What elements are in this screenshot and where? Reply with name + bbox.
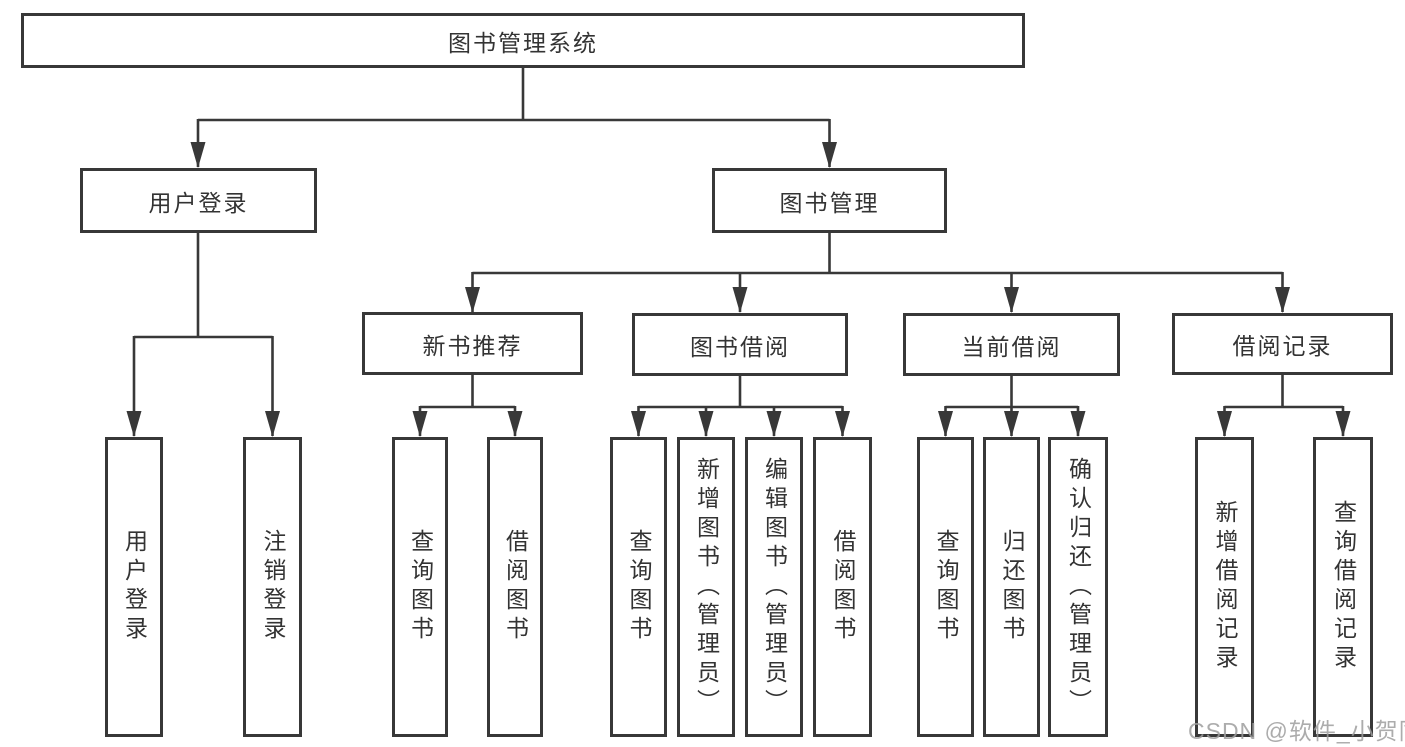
leaf-query-books-borrowing-label: 查询图书 bbox=[626, 529, 652, 645]
leaf-edit-books-admin-label: 编辑图书（管理员） bbox=[761, 456, 788, 718]
connector-root-to-level2 bbox=[190, 68, 837, 168]
node-borrow-records-label: 借阅记录 bbox=[1232, 333, 1333, 359]
leaf-query-books-borrowing: 查询图书 bbox=[610, 437, 667, 737]
node-book-management: 图书管理 bbox=[712, 168, 947, 233]
leaf-user-login: 用户登录 bbox=[105, 437, 163, 737]
node-root-label: 图书管理系统 bbox=[448, 29, 598, 56]
leaf-borrow-books-label: 借阅图书 bbox=[830, 529, 856, 645]
node-root-system: 图书管理系统 bbox=[21, 13, 1025, 68]
node-new-book-recommend: 新书推荐 bbox=[362, 312, 583, 375]
leaf-add-borrow-record-label: 新增借阅记录 bbox=[1212, 500, 1238, 674]
leaf-borrow-books-recommend: 借阅图书 bbox=[487, 437, 543, 737]
leaf-query-books-recommend: 查询图书 bbox=[392, 437, 448, 737]
node-book-borrowing-label: 图书借阅 bbox=[690, 333, 790, 360]
leaf-return-books: 归还图书 bbox=[983, 437, 1040, 737]
node-book-management-label: 图书管理 bbox=[779, 189, 880, 216]
connector-borrow-records-to-leaves bbox=[1217, 375, 1351, 437]
csdn-watermark: CSDN @软件_小贺同学 bbox=[1188, 718, 1405, 744]
node-user-login-label: 用户登录 bbox=[148, 189, 249, 216]
leaf-query-books-current: 查询图书 bbox=[917, 437, 974, 737]
leaf-query-borrow-record: 查询借阅记录 bbox=[1313, 437, 1373, 737]
leaf-query-books-recommend-label: 查询图书 bbox=[407, 529, 434, 645]
node-user-login: 用户登录 bbox=[80, 168, 317, 233]
connector-current-borrowing-to-leaves bbox=[938, 376, 1086, 437]
leaf-user-login-label: 用户登录 bbox=[121, 529, 148, 645]
node-current-borrowing: 当前借阅 bbox=[903, 313, 1120, 376]
connector-book-management-to-level3 bbox=[465, 233, 1290, 313]
leaf-query-borrow-record-label: 查询借阅记录 bbox=[1330, 500, 1357, 674]
leaf-query-books-current-label: 查询图书 bbox=[933, 529, 959, 645]
connector-new-book-recommend-to-leaves bbox=[412, 375, 523, 437]
connector-user-login-to-leaves bbox=[126, 233, 280, 437]
leaf-confirm-return-admin: 确认归还（管理员） bbox=[1048, 437, 1108, 737]
leaf-add-books-admin-label: 新增图书（管理员） bbox=[693, 456, 720, 718]
node-new-book-recommend-label: 新书推荐 bbox=[422, 332, 523, 359]
leaf-return-books-label: 归还图书 bbox=[999, 529, 1025, 645]
leaf-add-borrow-record: 新增借阅记录 bbox=[1195, 437, 1254, 737]
leaf-add-books-admin: 新增图书（管理员） bbox=[677, 437, 735, 737]
leaf-borrow-books: 借阅图书 bbox=[813, 437, 872, 737]
leaf-logout-label: 注销登录 bbox=[260, 529, 286, 645]
leaf-edit-books-admin: 编辑图书（管理员） bbox=[745, 437, 803, 737]
node-current-borrowing-label: 当前借阅 bbox=[961, 333, 1062, 360]
connector-book-borrowing-to-leaves bbox=[631, 376, 850, 437]
node-book-borrowing: 图书借阅 bbox=[632, 313, 848, 376]
leaf-logout: 注销登录 bbox=[243, 437, 302, 737]
node-borrow-records: 借阅记录 bbox=[1172, 313, 1393, 375]
leaf-borrow-books-recommend-label: 借阅图书 bbox=[502, 529, 529, 645]
leaf-confirm-return-admin-label: 确认归还（管理员） bbox=[1065, 456, 1092, 718]
